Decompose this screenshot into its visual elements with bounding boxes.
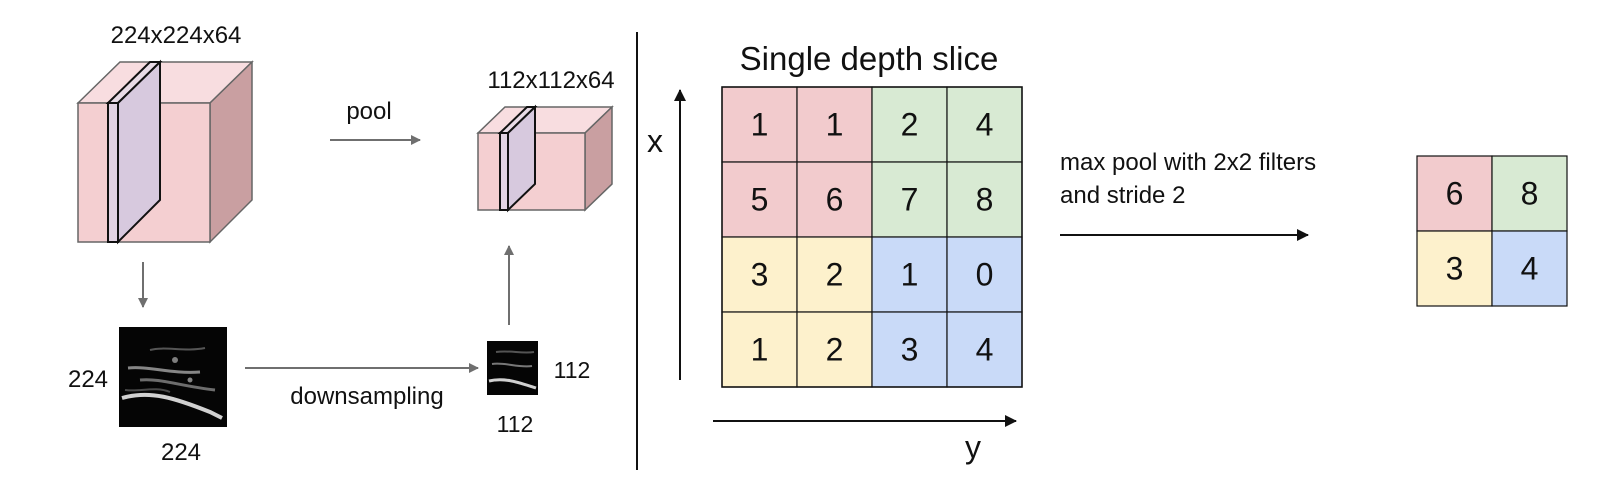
output-volume-cube bbox=[476, 104, 614, 213]
input-height-label: 224 bbox=[68, 366, 108, 393]
pool-label: pool bbox=[346, 98, 391, 125]
input-grid-cell bbox=[946, 86, 1023, 163]
output-grid-cell bbox=[1491, 155, 1568, 232]
input-grid-cell-value: 4 bbox=[976, 107, 994, 143]
input-grid-cell bbox=[946, 161, 1023, 238]
input-volume-cube bbox=[76, 59, 254, 245]
input-width-label: 224 bbox=[161, 439, 201, 466]
input-grid-cell bbox=[871, 161, 948, 238]
input-grid-cell-value: 1 bbox=[901, 257, 919, 293]
input-slice-front bbox=[107, 102, 119, 243]
input-grid-cell bbox=[871, 86, 948, 163]
output-grid-cell-value: 4 bbox=[1521, 251, 1539, 287]
input-grid-cell bbox=[946, 236, 1023, 313]
input-volume-label: 224x224x64 bbox=[111, 22, 242, 49]
input-grid-cell-value: 7 bbox=[901, 182, 919, 218]
input-grid: 1 1 2 4 5 6 7 8 3 2 1 0 1 2 3 4 bbox=[721, 86, 1023, 388]
input-grid-cell-value: 8 bbox=[976, 182, 994, 218]
input-grid-cell bbox=[796, 161, 873, 238]
input-grid-cell bbox=[721, 236, 798, 313]
input-grid-cell-value: 1 bbox=[826, 107, 844, 143]
output-width-label: 112 bbox=[497, 411, 534, 437]
input-grid-cell bbox=[796, 311, 873, 388]
output-slice-front bbox=[499, 132, 509, 211]
input-grid-cell-value: 3 bbox=[901, 332, 919, 368]
slice-title: Single depth slice bbox=[740, 40, 999, 77]
input-grid-cell bbox=[871, 311, 948, 388]
input-grid-cell-value: 2 bbox=[826, 257, 844, 293]
input-grid-cell bbox=[721, 311, 798, 388]
output-height-label: 112 bbox=[554, 357, 591, 383]
input-grid-cell-value: 1 bbox=[751, 107, 769, 143]
input-grid-cell-value: 6 bbox=[826, 182, 844, 218]
op-description-line2: and stride 2 bbox=[1060, 182, 1185, 209]
input-grid-border bbox=[721, 86, 1023, 388]
input-grid-cell-value: 0 bbox=[976, 257, 994, 293]
downsampling-label: downsampling bbox=[290, 383, 443, 410]
input-grid-cell-value: 2 bbox=[901, 107, 919, 143]
input-activation-image bbox=[119, 327, 227, 427]
output-volume-label: 112x112x64 bbox=[487, 67, 614, 94]
output-activation-image bbox=[487, 341, 538, 395]
output-grid-cell-value: 3 bbox=[1446, 251, 1464, 287]
output-grid-cell-value: 8 bbox=[1521, 176, 1539, 212]
output-grid-cell-value: 6 bbox=[1446, 176, 1464, 212]
y-axis-label: y bbox=[965, 429, 981, 465]
output-grid-cell bbox=[1416, 230, 1493, 307]
output-grid-cell bbox=[1416, 155, 1493, 232]
input-grid-cell-value: 2 bbox=[826, 332, 844, 368]
input-grid-cell bbox=[871, 236, 948, 313]
input-grid-cell-value: 4 bbox=[976, 332, 994, 368]
input-grid-cell-value: 3 bbox=[751, 257, 769, 293]
input-grid-cell-value: 1 bbox=[751, 332, 769, 368]
input-grid-cell bbox=[721, 161, 798, 238]
op-description-line1: max pool with 2x2 filters bbox=[1060, 149, 1316, 176]
output-grid-cell bbox=[1491, 230, 1568, 307]
output-grid: 6 8 3 4 bbox=[1416, 155, 1568, 307]
x-axis-label: x bbox=[647, 123, 663, 159]
input-grid-cell-value: 5 bbox=[751, 182, 769, 218]
